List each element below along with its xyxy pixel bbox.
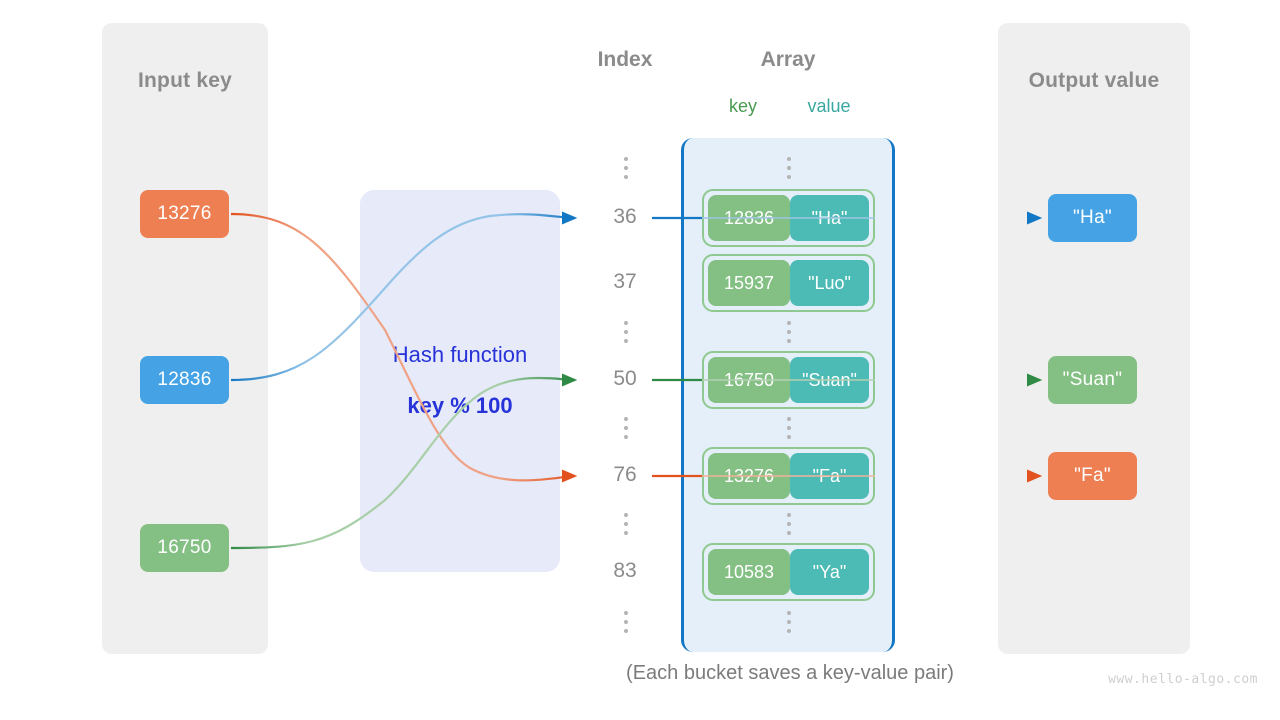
input-panel-title: Input key — [138, 69, 232, 92]
index-column-heading: Index — [597, 48, 653, 71]
input-key-chip[interactable]: 12836 — [140, 356, 229, 404]
index-label: 50 — [613, 367, 637, 390]
array-ellipsis — [786, 157, 791, 179]
array-ellipsis — [786, 611, 791, 633]
array-column-heading: Array — [760, 48, 816, 71]
wire-12836-to-36 — [230, 211, 578, 382]
bucket-value-cell: "Suan" — [790, 357, 869, 403]
hash-function-expression: key % 100 — [407, 393, 513, 418]
output-panel-title: Output value — [1028, 69, 1160, 92]
array-ellipsis — [786, 321, 791, 343]
index-ellipsis — [623, 513, 628, 535]
index-label: 83 — [613, 559, 637, 582]
index-ellipsis — [623, 157, 628, 179]
output-value-chip[interactable]: "Suan" — [1048, 356, 1137, 404]
diagram-caption: (Each bucket saves a key-value pair) — [626, 662, 954, 684]
bucket[interactable]: 12836"Ha" — [702, 189, 875, 247]
output-value-chip[interactable]: "Ha" — [1048, 194, 1137, 242]
site-watermark: www.hello-algo.com — [1108, 672, 1258, 687]
bucket[interactable]: 10583"Ya" — [702, 543, 875, 601]
output-value-chip[interactable]: "Fa" — [1048, 452, 1137, 500]
index-ellipsis — [623, 417, 628, 439]
key-column-label: key — [728, 96, 757, 116]
output-value-panel: Output value — [998, 23, 1190, 654]
input-key-chip[interactable]: 13276 — [140, 190, 229, 238]
hash-function-box: Hash function key % 100 — [360, 190, 560, 572]
value-column-label: value — [807, 96, 851, 116]
bucket-key-cell: 10583 — [708, 549, 790, 595]
wire-16750-to-50 — [230, 373, 578, 550]
index-label: 76 — [613, 463, 637, 486]
array-ellipsis — [786, 417, 791, 439]
bucket[interactable]: 15937"Luo" — [702, 254, 875, 312]
bucket-value-cell: "Luo" — [790, 260, 869, 306]
index-ellipsis — [623, 611, 628, 633]
hash-function-title: Hash function — [392, 342, 528, 367]
index-label: 36 — [613, 205, 637, 228]
wire-13276-to-76 — [230, 212, 578, 483]
bucket-value-cell: "Ya" — [790, 549, 869, 595]
bucket-key-cell: 15937 — [708, 260, 790, 306]
input-key-chip[interactable]: 16750 — [140, 524, 229, 572]
index-ellipsis — [623, 321, 628, 343]
index-label: 37 — [613, 270, 637, 293]
array-ellipsis — [786, 513, 791, 535]
